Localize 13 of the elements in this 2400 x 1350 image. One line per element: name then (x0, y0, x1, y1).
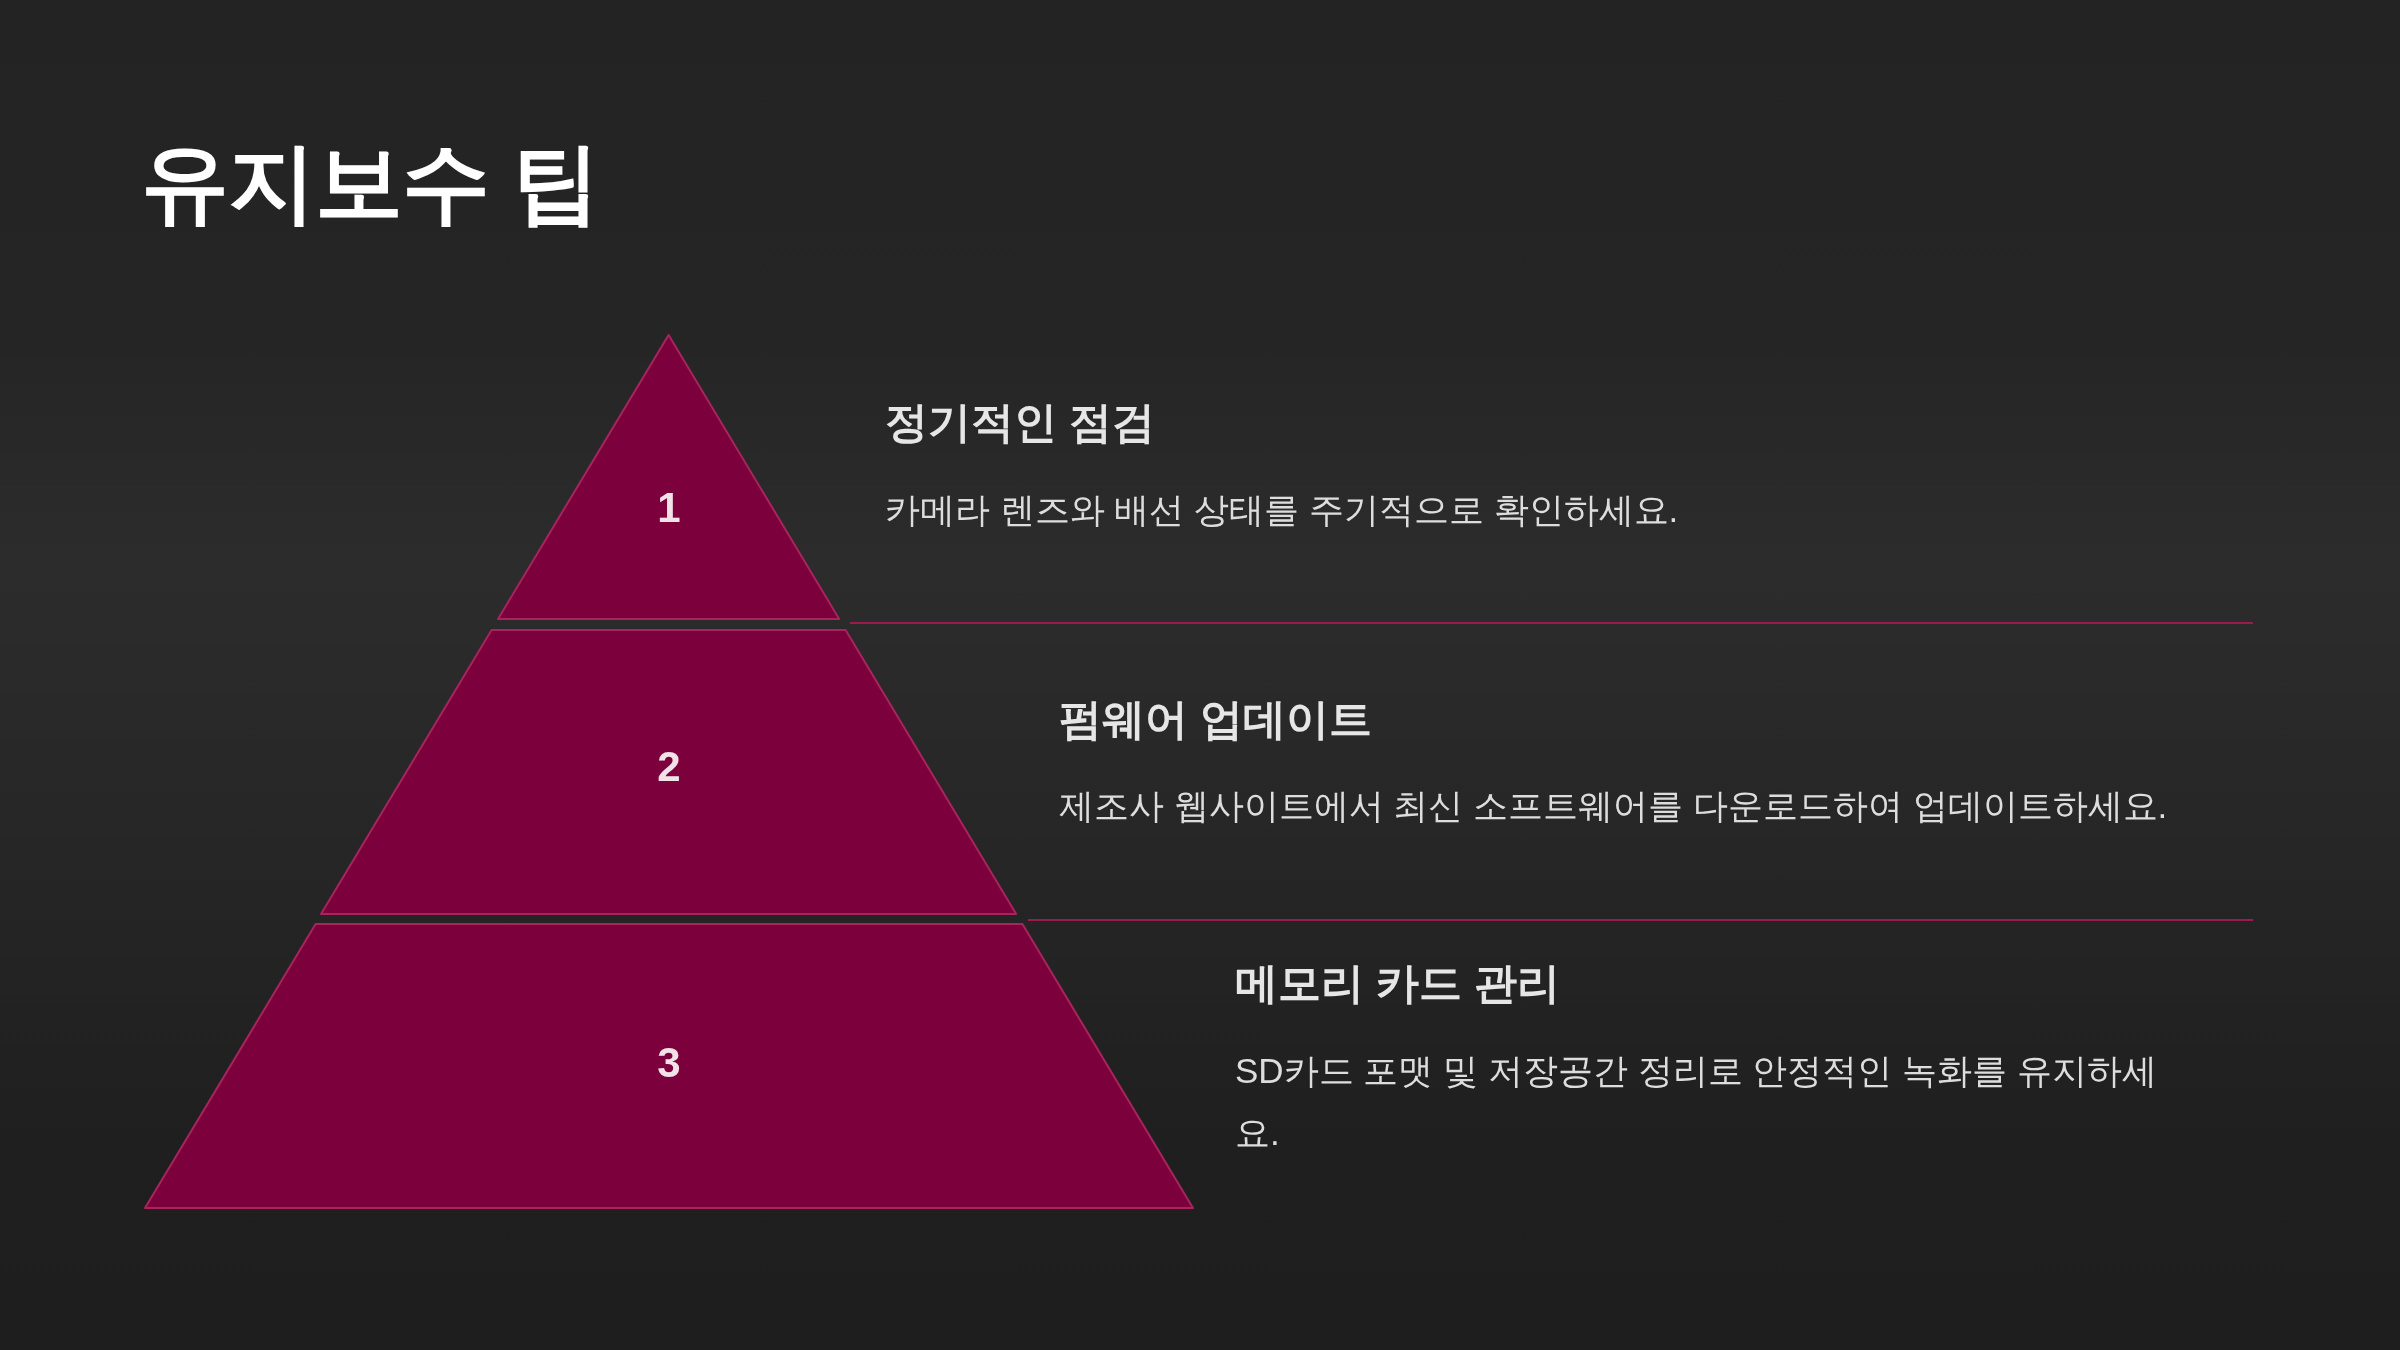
slide-title: 유지보수 팁 (141, 133, 600, 233)
step-heading: 펌웨어 업데이트 (1059, 694, 1372, 745)
tier-number: 3 (656, 1038, 682, 1088)
step-heading: 정기적인 점검 (885, 397, 1155, 448)
tier-number: 1 (656, 483, 682, 533)
tier-number: 2 (656, 742, 682, 792)
pyramid-tier (497, 334, 841, 620)
pyramid-tier (144, 923, 1194, 1209)
step-description: SD카드 포맷 및 저장공간 정리로 안정적인 녹화를 유지하세요. (1235, 1050, 2158, 1154)
step-heading: 메모리 카드 관리 (1235, 958, 1560, 1009)
step-description: 카메라 렌즈와 배선 상태를 주기적으로 확인하세요. (885, 489, 1679, 531)
pyramid-tier (320, 629, 1018, 915)
step-description: 제조사 웹사이트에서 최신 소프트웨어를 다운로드하여 업데이트하세요. (1059, 785, 2168, 827)
